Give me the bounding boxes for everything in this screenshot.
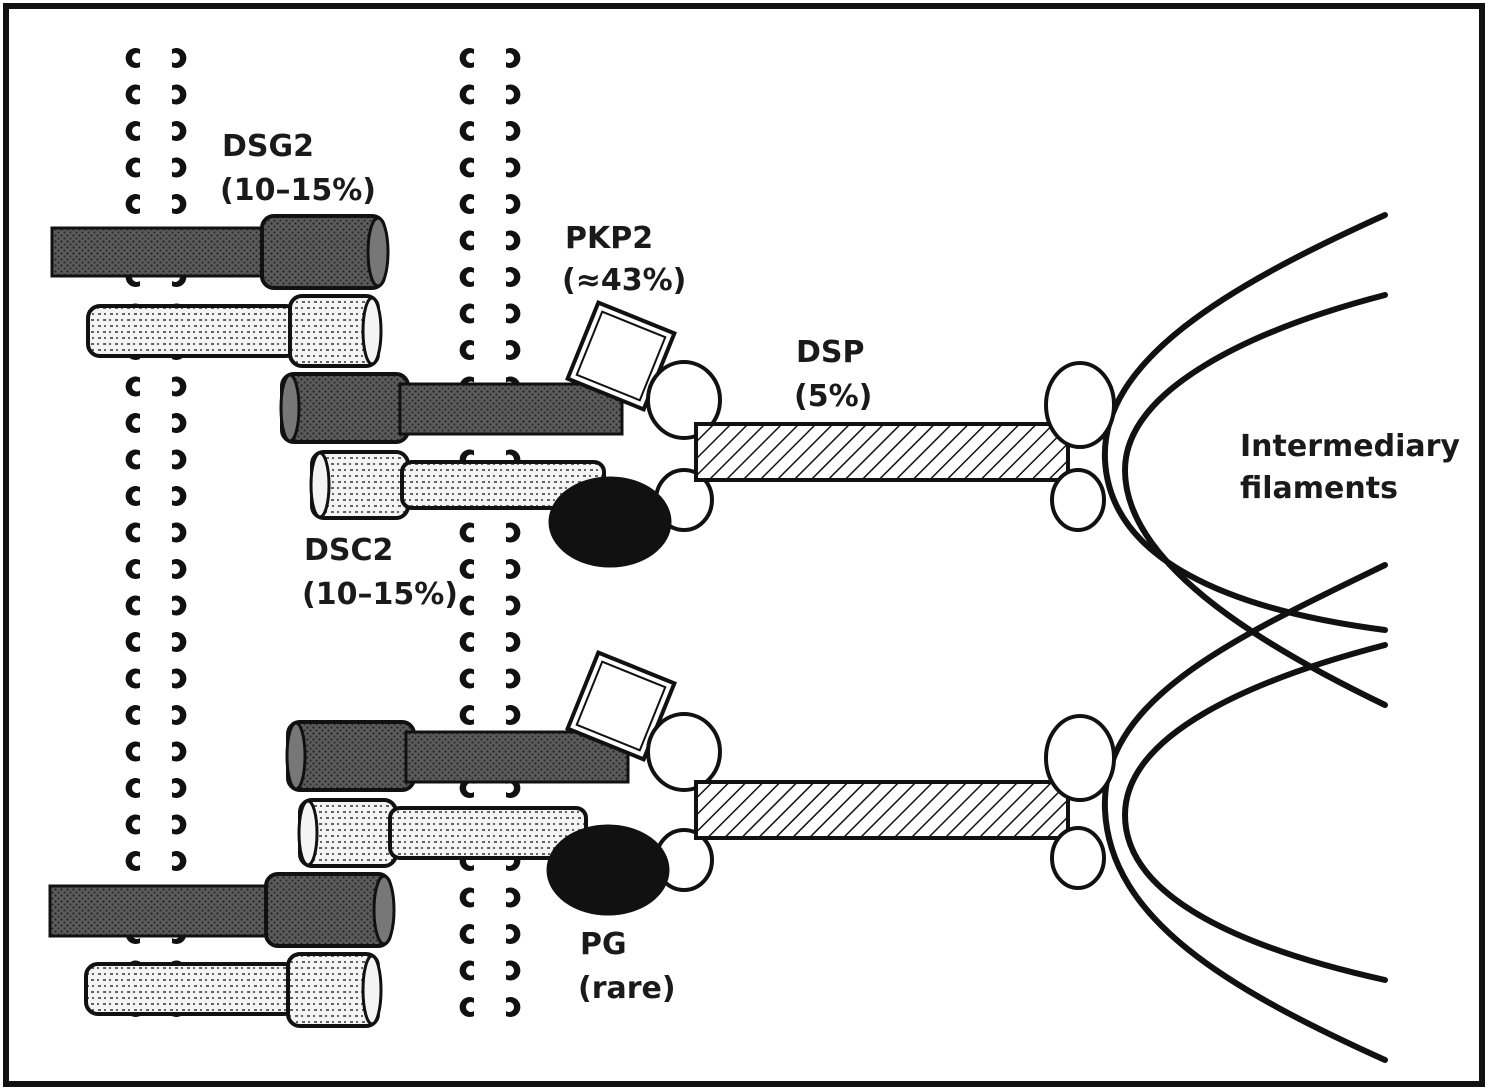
dsp-end-ellipse-lower-b xyxy=(1052,828,1104,888)
label-dsc2-name: DSC2 xyxy=(304,533,393,568)
cadherin-dsc2-lower-right xyxy=(299,800,586,866)
label-dsg2-name: DSG2 xyxy=(222,129,314,164)
label-pkp2-freq: (≈43%) xyxy=(562,263,686,298)
dsp-rod-lower xyxy=(696,782,1068,838)
dsp-end-ellipse-upper-a xyxy=(1046,363,1114,447)
label-pkp2-name: PKP2 xyxy=(565,221,653,256)
cadherin-dsg2-upper-left xyxy=(52,216,388,288)
label-pg-name: PG xyxy=(580,927,627,962)
label-dsp-name: DSP xyxy=(796,335,865,370)
label-dsc2-freq: (10–15%) xyxy=(302,577,458,612)
dsp-end-ellipse-lower-a xyxy=(1046,716,1114,800)
cadherin-dsc2-lower-left xyxy=(86,954,381,1026)
cadherin-dsg2-lower-left xyxy=(50,874,394,946)
label-intermediary-line2: filaments xyxy=(1240,471,1398,506)
cadherin-dsc2-upper-left xyxy=(88,296,381,366)
label-dsp-freq: (5%) xyxy=(794,379,872,414)
pg-blob-lower xyxy=(548,826,668,914)
dsp-end-ellipse-upper-b xyxy=(1052,470,1104,530)
pg-blob-upper xyxy=(550,478,670,566)
label-dsg2-freq: (10–15%) xyxy=(220,173,376,208)
label-intermediary-line1: Intermediary xyxy=(1240,429,1460,464)
dsp-rod-upper xyxy=(696,424,1068,480)
label-pg-freq: (rare) xyxy=(578,971,676,1006)
linker-ellipse-lower-a xyxy=(648,714,720,790)
cadherin-dsg2-upper-right xyxy=(281,374,622,442)
